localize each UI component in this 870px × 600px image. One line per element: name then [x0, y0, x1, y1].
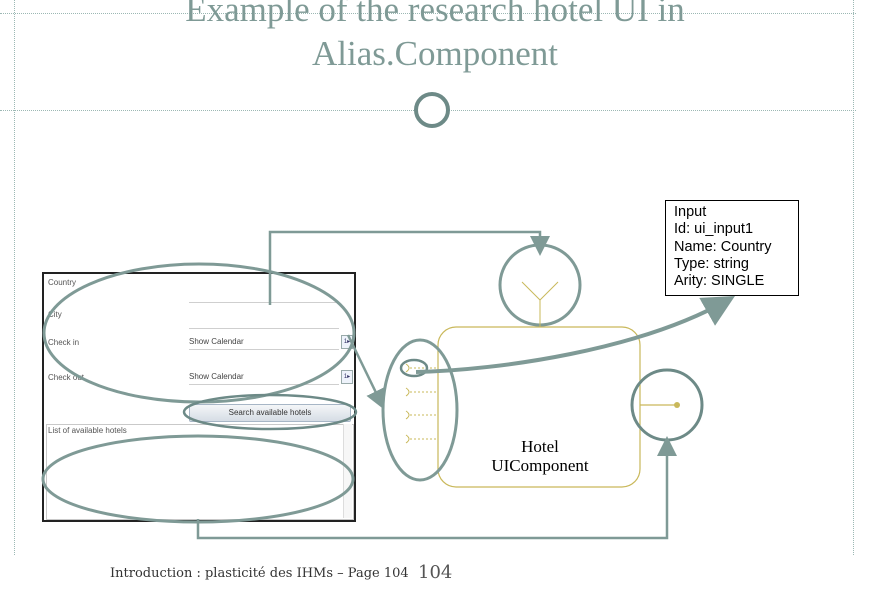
country-label: Country	[48, 278, 77, 287]
footer: Introduction : plasticité des IHMs – Pag…	[110, 562, 452, 583]
title-ring-icon	[414, 92, 450, 128]
footer-page-number: 104	[418, 562, 453, 583]
input-port-1	[405, 363, 438, 373]
info-line-id: Id: ui_input1	[674, 221, 754, 238]
slide-title: Example of the research hotel UI in Alia…	[0, 0, 870, 76]
top-interface-socket	[521, 281, 559, 327]
city-label: City	[48, 310, 62, 319]
slide-title-line1: Example of the research hotel UI in	[185, 0, 685, 29]
input-info-box: Input Id: ui_input1 Name: Country Type: …	[665, 200, 799, 296]
form-fields-ellipse	[42, 262, 356, 404]
connector-top	[268, 230, 550, 305]
component-name-line1: Hotel	[521, 437, 559, 456]
info-line-type: Type: string	[674, 255, 749, 272]
hotel-list-ellipse	[41, 434, 355, 524]
search-button-ellipse	[182, 393, 358, 431]
city-field[interactable]	[189, 314, 339, 329]
right-interface-dot	[674, 402, 680, 408]
info-line-name: Name: Country	[674, 238, 772, 255]
search-hotels-button[interactable]: Search available hotels	[189, 404, 351, 422]
check-out-spinner[interactable]: 1▸	[341, 370, 353, 384]
hotel-search-screenshot: Country City Check in Show Calendar 1▸ C…	[42, 272, 356, 522]
input-port-3	[405, 410, 438, 420]
component-name: Hotel UIComponent	[470, 437, 610, 475]
connector-inputs	[346, 334, 385, 410]
connector-bottom	[196, 436, 677, 540]
input-port-2	[405, 387, 438, 397]
info-pointer	[415, 296, 735, 374]
component-name-line2: UIComponent	[491, 456, 589, 475]
check-out-label: Check out	[48, 373, 85, 382]
info-line-arity: Arity: SINGLE	[674, 273, 765, 290]
hotel-list-scrollbar[interactable]	[343, 424, 352, 518]
check-in-label: Check in	[48, 338, 80, 347]
slide-title-line2: Alias.Component	[312, 34, 558, 73]
selected-input-port	[399, 358, 429, 378]
input-port-4	[405, 434, 438, 444]
country-field[interactable]	[189, 288, 339, 303]
footer-text: Introduction : plasticité des IHMs – Pag…	[110, 566, 409, 581]
input-ports-ellipse	[381, 338, 459, 482]
ui-component-box	[437, 326, 641, 488]
check-in-field[interactable]: Show Calendar	[189, 335, 339, 350]
hotel-list-label: List of available hotels	[48, 426, 127, 435]
slide-frame	[14, 0, 854, 555]
top-divider	[0, 13, 856, 14]
info-line-input: Input	[674, 204, 707, 220]
check-out-field[interactable]: Show Calendar	[189, 370, 339, 385]
